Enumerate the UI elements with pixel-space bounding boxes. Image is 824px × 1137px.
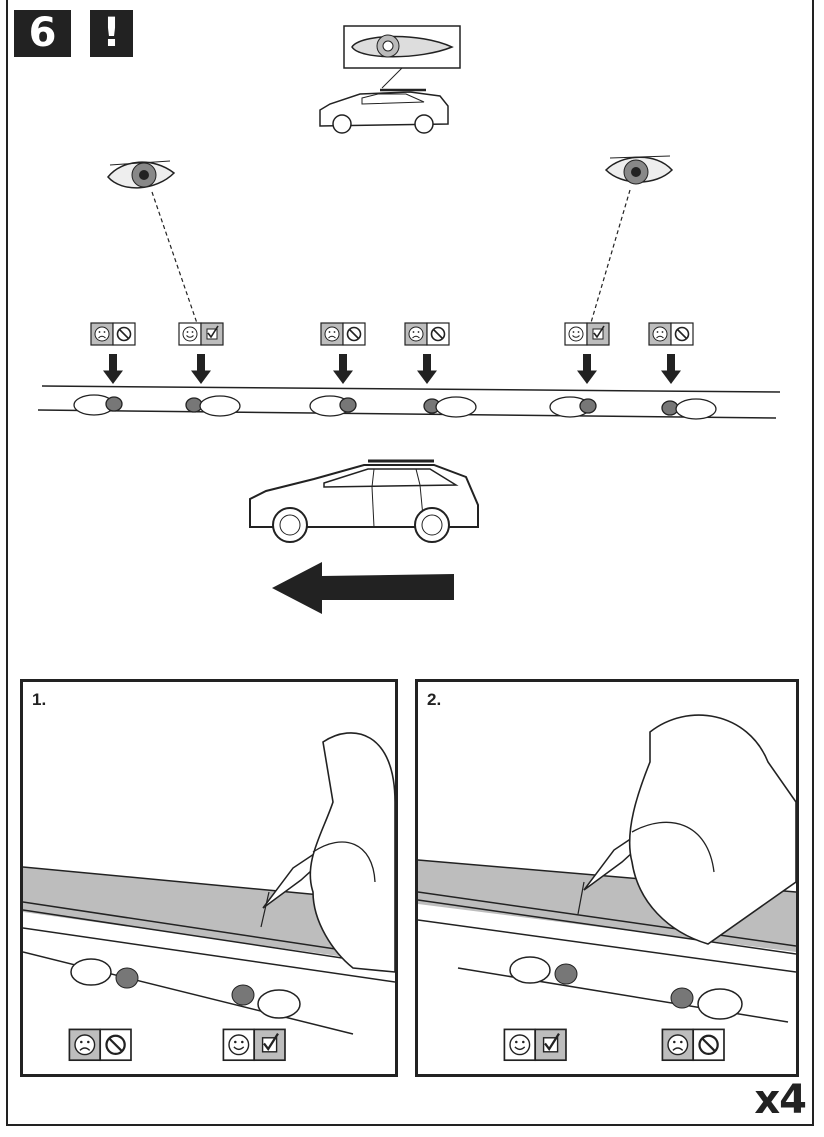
eye-icon-right — [604, 155, 674, 185]
warning-badge: ! — [90, 10, 133, 57]
rejected-marker — [90, 322, 136, 384]
instruction-panel-1: 1. — [20, 679, 398, 1077]
car-side-view — [249, 459, 479, 543]
rejected-marker — [661, 1028, 725, 1062]
rejected-marker — [648, 322, 694, 384]
rejected-marker — [68, 1028, 132, 1062]
approved-marker — [503, 1028, 567, 1062]
eye-icon-left — [107, 160, 176, 189]
instruction-panel-2: 2. — [415, 679, 799, 1077]
rejected-marker — [404, 322, 450, 384]
rail-mark-illustration — [23, 732, 395, 1035]
arrow-left-icon — [272, 562, 454, 614]
roof-rail-diagram — [37, 385, 781, 420]
approved-marker — [222, 1028, 286, 1062]
panel-number: 2. — [427, 690, 442, 709]
panel-number: 1. — [32, 690, 47, 709]
car-detail-callout — [319, 25, 461, 134]
sight-lines — [151, 189, 631, 333]
step-number-badge: 6 — [14, 10, 71, 57]
rejected-marker — [320, 322, 366, 384]
page-frame — [6, 0, 814, 1126]
quantity-label: x4 — [754, 1077, 807, 1123]
approved-marker — [564, 322, 610, 384]
approved-marker — [178, 322, 224, 384]
rail-mark-illustration — [418, 714, 796, 1023]
